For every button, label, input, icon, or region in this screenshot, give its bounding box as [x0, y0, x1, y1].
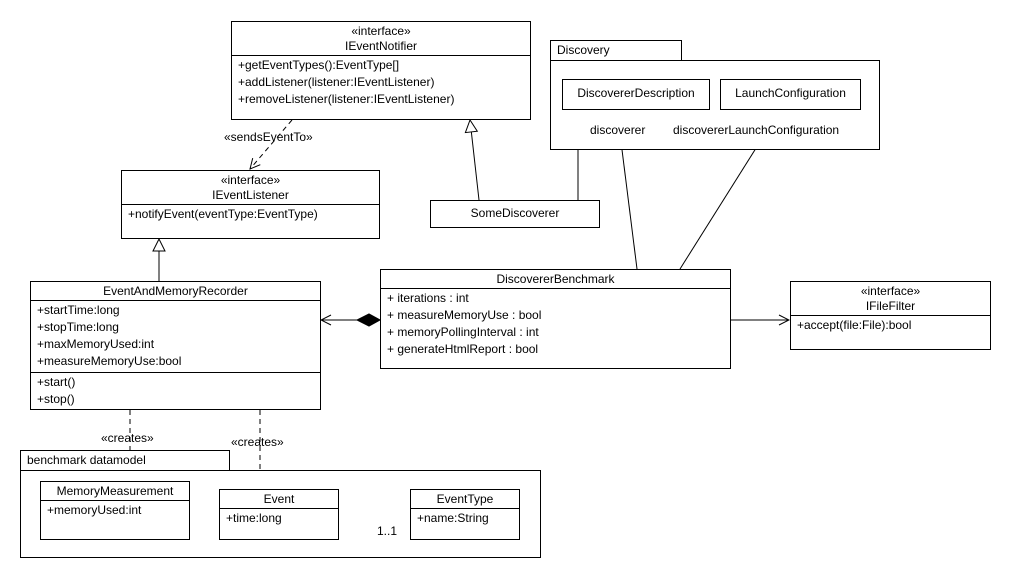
ieventnotifier-name: IEventNotifier: [344, 39, 418, 53]
eventandmemoryrecorder-class[interactable]: EventAndMemoryRecorder +startTime:long +…: [30, 281, 321, 410]
ifilefilter-name: IFileFilter: [865, 299, 916, 313]
attribute: +name:String: [417, 511, 489, 525]
ieventnotifier-class[interactable]: «interface» IEventNotifier +getEventType…: [231, 21, 531, 120]
attribute: +measureMemoryUse:bool: [37, 354, 182, 368]
benchmark-name: DiscovererBenchmark: [496, 272, 615, 286]
ieventlistener-header: «interface» IEventListener: [122, 171, 379, 205]
ieventlistener-stereotype: «interface»: [220, 173, 281, 187]
ieventnotifier-header: «interface» IEventNotifier: [232, 22, 530, 56]
launchconfiguration-class[interactable]: LaunchConfiguration: [720, 79, 861, 110]
sends-event-to-dependency: [250, 119, 293, 169]
ifilefilter-header: «interface» IFileFilter: [791, 282, 990, 316]
operation: +start(): [37, 375, 76, 389]
somediscoverer-name: SomeDiscoverer: [470, 206, 560, 220]
ifilefilter-stereotype: «interface»: [860, 284, 921, 298]
attribute: +maxMemoryUsed:int: [37, 337, 155, 351]
event-class[interactable]: Event +time:long: [219, 489, 339, 540]
operation: +notifyEvent(eventType:EventType): [128, 207, 318, 221]
ifilefilter-operations: +accept(file:File):bool: [791, 316, 990, 336]
operation: +stop(): [37, 392, 75, 406]
memorymeasurement-name: MemoryMeasurement: [56, 484, 174, 498]
multiplicity-label: 1..1: [377, 524, 398, 538]
creates-label-memory: «creates»: [101, 431, 154, 445]
launchconfiguration-header: LaunchConfiguration: [721, 80, 860, 102]
discovery-package-name: Discovery: [557, 43, 610, 57]
eventtype-header: EventType: [411, 490, 519, 509]
composition-diamond-icon: [355, 313, 382, 327]
attribute: + memoryPollingInterval : int: [387, 325, 539, 339]
sends-event-to-label: «sendsEventTo»: [224, 130, 313, 144]
attribute: +time:long: [226, 511, 282, 525]
eventtype-name: EventType: [436, 492, 494, 506]
recorder-name: EventAndMemoryRecorder: [103, 284, 248, 298]
operation: +addListener(listener:IEventListener): [238, 75, 435, 89]
discovererdescription-class[interactable]: DiscovererDescription: [562, 79, 710, 110]
memorymeasurement-attributes: +memoryUsed:int: [41, 501, 189, 521]
eventtype-attributes: +name:String: [411, 509, 519, 529]
attribute: +startTime:long: [37, 303, 120, 317]
operation: +getEventTypes():EventType[]: [238, 58, 400, 72]
event-name: Event: [263, 492, 295, 506]
benchmark-attributes: + iterations : int + measureMemoryUse : …: [381, 289, 730, 360]
recorder-attributes: +startTime:long +stopTime:long +maxMemor…: [31, 301, 320, 373]
launchconfiguration-name: LaunchConfiguration: [735, 86, 846, 100]
memorymeasurement-header: MemoryMeasurement: [41, 482, 189, 501]
recorder-header: EventAndMemoryRecorder: [31, 282, 320, 301]
attribute: + iterations : int: [387, 291, 469, 305]
discovererdescription-header: DiscovererDescription: [563, 80, 709, 102]
somediscoverer-class[interactable]: SomeDiscoverer: [430, 200, 600, 228]
operation: +removeListener(listener:IEventListener): [238, 92, 455, 106]
attribute: +stopTime:long: [37, 320, 119, 334]
datamodel-package-tab: benchmark datamodel: [20, 450, 230, 471]
ieventlistener-operations: +notifyEvent(eventType:EventType): [122, 205, 379, 225]
eventtype-class[interactable]: EventType +name:String: [410, 489, 520, 540]
ieventnotifier-stereotype: «interface»: [351, 24, 411, 38]
memorymeasurement-class[interactable]: MemoryMeasurement +memoryUsed:int: [40, 481, 190, 540]
recorder-operations: +start() +stop(): [31, 373, 320, 410]
benchmark-header: DiscovererBenchmark: [381, 270, 730, 289]
discovery-package-tab: Discovery: [550, 40, 682, 61]
discoverer-role-label: discoverer: [590, 123, 646, 137]
discovererdescription-name: DiscovererDescription: [577, 86, 695, 100]
somediscoverer-header: SomeDiscoverer: [431, 201, 599, 222]
discovererbenchmark-class[interactable]: DiscovererBenchmark + iterations : int +…: [380, 269, 731, 369]
ieventnotifier-operations: +getEventTypes():EventType[] +addListene…: [232, 56, 530, 110]
event-attributes: +time:long: [220, 509, 338, 529]
ifilefilter-class[interactable]: «interface» IFileFilter +accept(file:Fil…: [790, 281, 991, 350]
operation: +accept(file:File):bool: [797, 318, 912, 332]
ieventlistener-name: IEventListener: [212, 188, 289, 202]
creates-label-event: «creates»: [231, 435, 284, 449]
attribute: +memoryUsed:int: [47, 503, 142, 517]
event-header: Event: [220, 490, 338, 509]
datamodel-package-name: benchmark datamodel: [27, 453, 146, 467]
attribute: + measureMemoryUse : bool: [387, 308, 542, 322]
ieventlistener-class[interactable]: «interface» IEventListener +notifyEvent(…: [121, 170, 380, 239]
attribute: + generateHtmlReport : bool: [387, 342, 539, 356]
somediscoverer-realizes-notifier: [470, 120, 480, 201]
launch-role-label: discovererLaunchConfiguration: [673, 123, 840, 137]
